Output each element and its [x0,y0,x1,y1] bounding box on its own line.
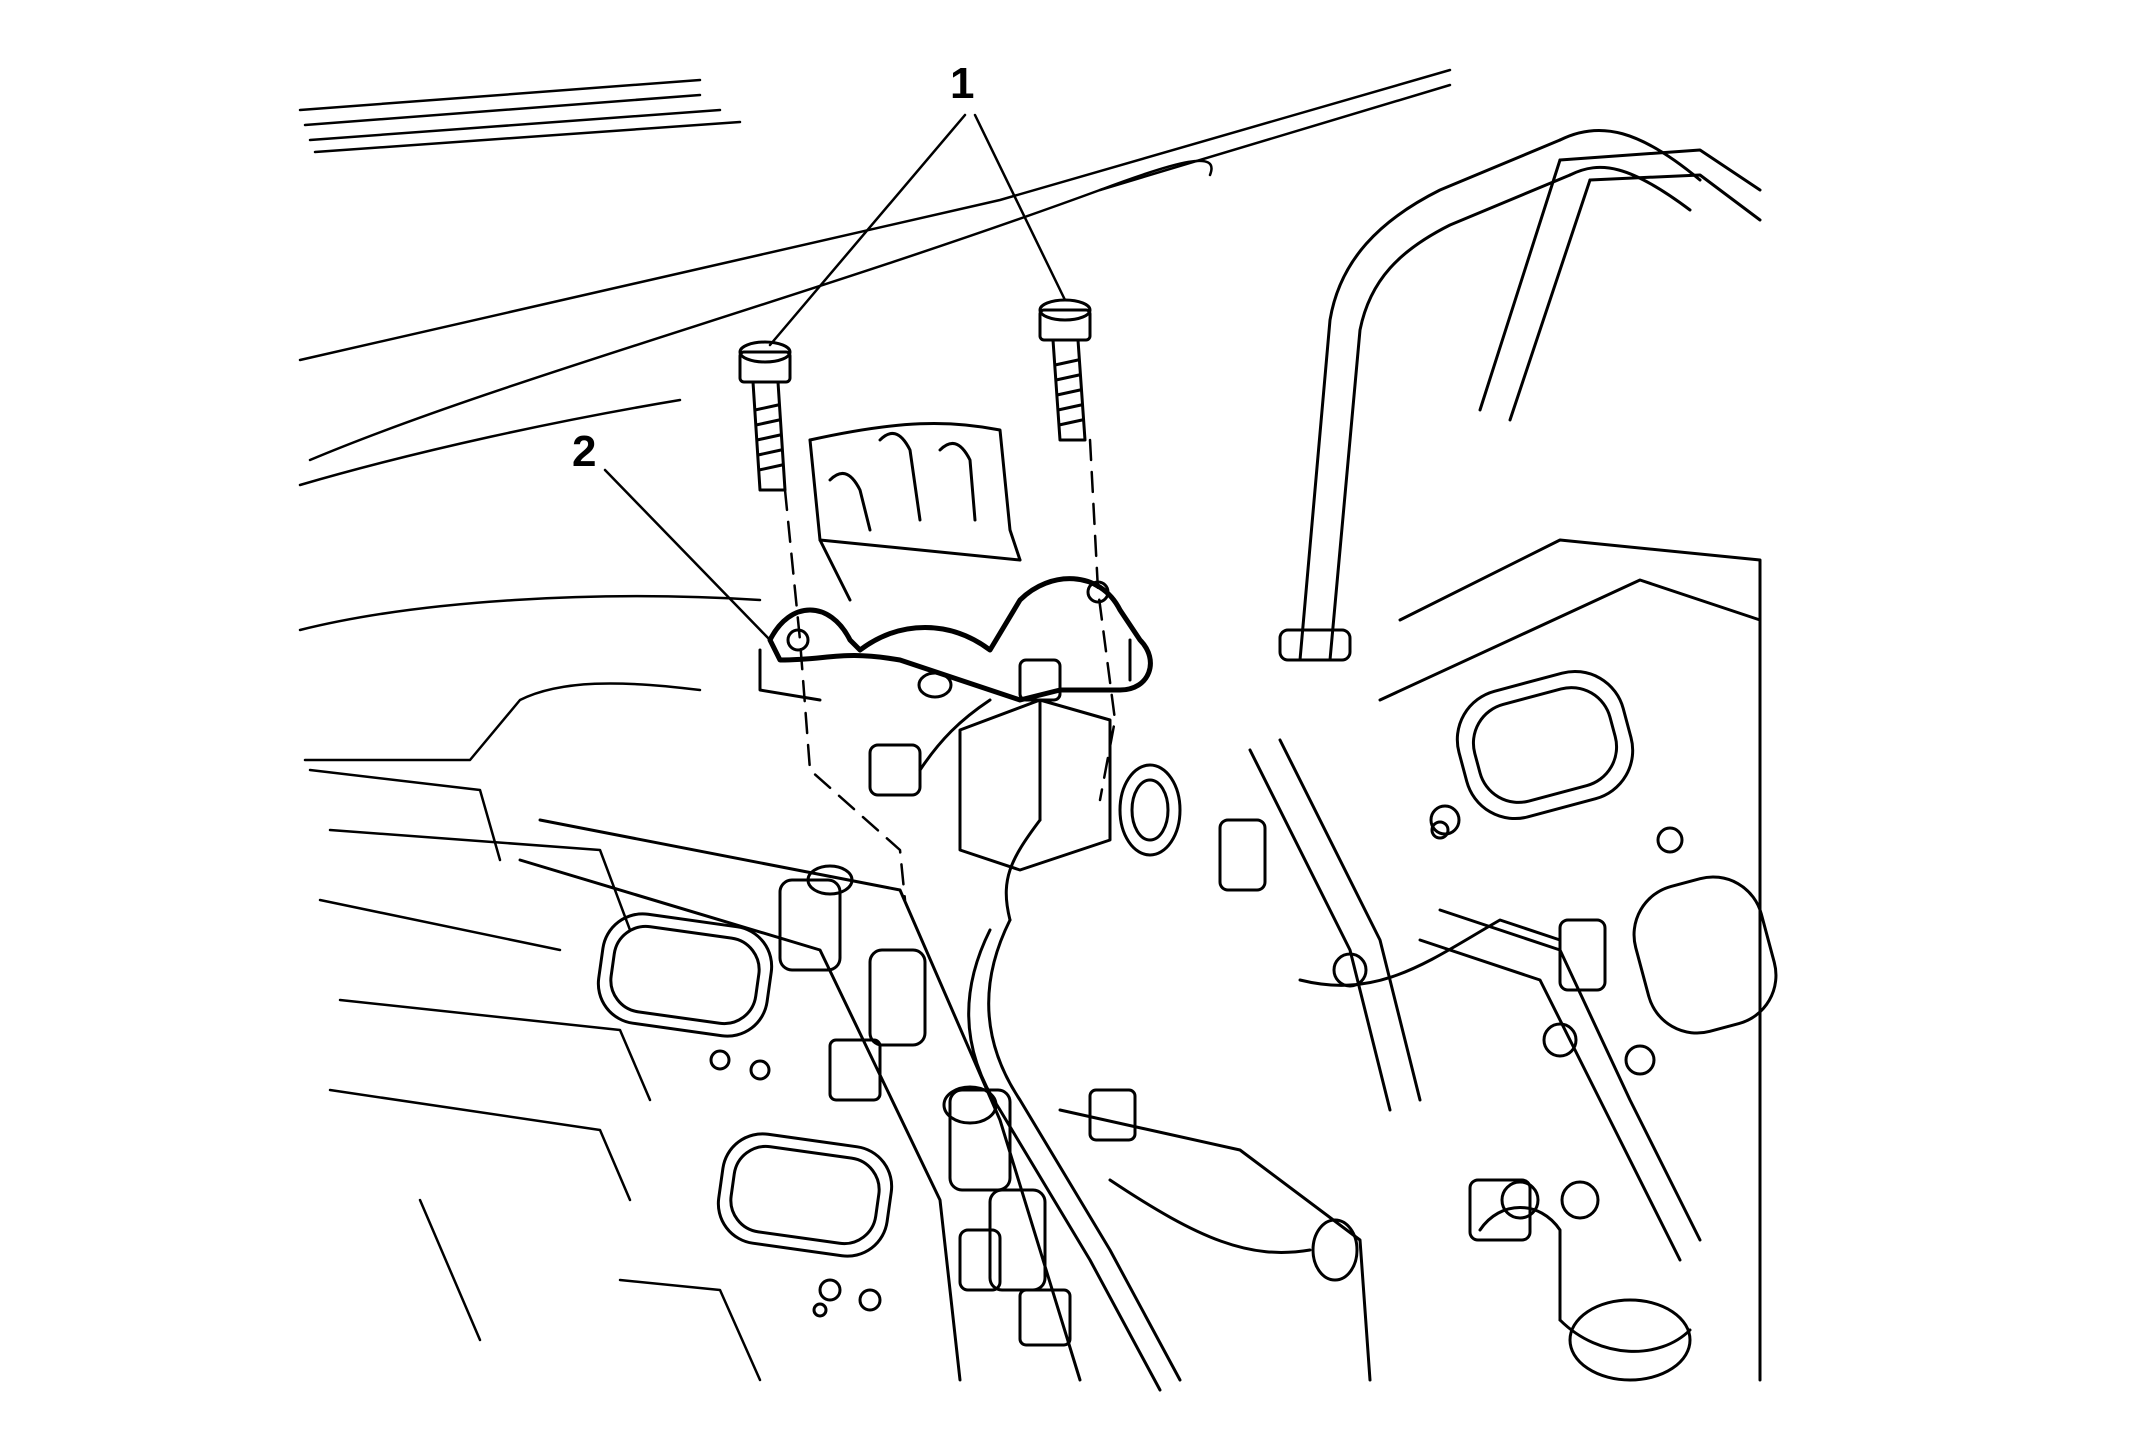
bolt-left [738,340,792,492]
fuel-rail [967,918,1372,1392]
bolt-alignment-lines [783,438,1117,902]
coolant-hoses [1278,128,1762,662]
bolt-right [1038,298,1092,442]
fuel-pump-housing [868,658,1182,922]
callout-1-label: 1 [950,59,975,108]
left-cylinder-head [518,818,1082,1382]
cowl-panel [298,68,1452,632]
injector-row-left [778,864,1072,1347]
fuel-pump-shield [767,576,1153,703]
right-cylinder-head [1332,538,1778,1382]
left-body-panel [303,682,762,1382]
callout-leaders [603,113,1067,642]
shield-outline-detail [758,421,1132,702]
callout-2-label: 2 [572,427,597,476]
right-fuel-rail [1218,738,1702,1382]
